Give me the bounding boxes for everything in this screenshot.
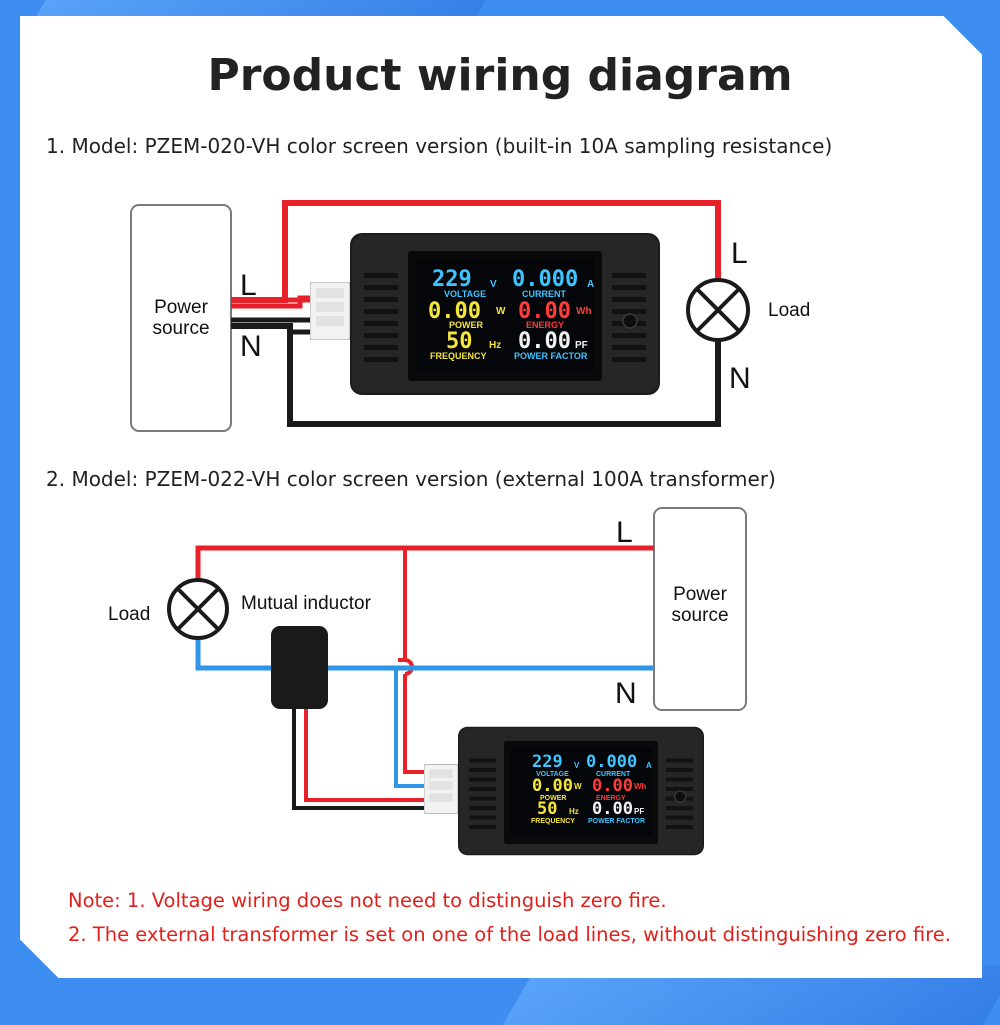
live-wire: [231, 200, 721, 303]
energy-unit: Wh: [634, 782, 647, 791]
power-value: 0.00: [428, 299, 481, 324]
pf-label: POWER FACTOR: [514, 351, 588, 361]
energy-value: 0.00: [518, 299, 571, 324]
current-label: CURRENT: [596, 771, 631, 778]
note-line-2: 2. The external transformer is set on on…: [68, 923, 952, 946]
label-N-load: N: [729, 362, 751, 395]
frequency-value: 50: [446, 329, 473, 354]
meter-lcd: 229 V VOLTAGE 0.000 A CURRENT 0.00 W POW…: [428, 267, 594, 361]
energy-value: 0.00: [592, 776, 633, 796]
power-label: POWER: [449, 320, 484, 330]
mutual-inductor-icon: [271, 626, 328, 709]
meter-lcd: 229 V VOLTAGE 0.000 A CURRENT 0.00 W POW…: [531, 752, 652, 825]
label-L-load: L: [731, 237, 748, 270]
power-unit: W: [574, 782, 582, 791]
note-line-1: Note: 1. Voltage wiring does not need to…: [68, 889, 667, 912]
neutral-wire: [231, 323, 721, 427]
load-label: Load: [768, 300, 810, 321]
model1-diagram: Power source L N 229 V VOLTAGE 0.000 A C…: [130, 200, 810, 432]
pf-value: 0.00: [518, 329, 571, 354]
voltage-value: 229: [432, 267, 472, 292]
current-unit: A: [646, 761, 652, 770]
label-L-source: L: [240, 269, 257, 302]
current-value: 0.000: [586, 752, 637, 772]
live-wire-to-meter: [398, 548, 407, 662]
frequency-label: FREQUENCY: [531, 818, 575, 825]
label-L: L: [616, 516, 633, 549]
frequency-unit: Hz: [489, 340, 501, 351]
pf-label: POWER FACTOR: [588, 818, 645, 825]
neutral-wire-to-meter: [394, 668, 430, 788]
model2-diagram: Power source Mutual inductor Load L N 22…: [108, 507, 747, 856]
transformer-lead-black: [292, 700, 430, 810]
pf-unit: PF: [575, 340, 588, 351]
energy-label: ENERGY: [526, 320, 564, 330]
frequency-unit: Hz: [569, 807, 579, 816]
wiring-diagram: Power source L N 229 V VOLTAGE 0.000 A C…: [108, 200, 810, 856]
pf-value: 0.00: [592, 799, 633, 819]
model2-heading: 2. Model: PZEM-022-VH color screen versi…: [46, 467, 776, 491]
power-value: 0.00: [532, 776, 573, 796]
transformer-lead-red: [304, 700, 430, 802]
current-value: 0.000: [512, 267, 578, 292]
voltage-unit: V: [574, 761, 580, 770]
energy-label: ENERGY: [596, 795, 626, 802]
live-wire: [195, 545, 654, 580]
power-source-label-line1: Power: [673, 584, 728, 605]
label-N-source: N: [240, 330, 262, 363]
power-label: POWER: [540, 795, 566, 802]
load-lamp-icon: [686, 278, 750, 342]
live-wire-to-meter: [403, 674, 430, 774]
voltage-label: VOLTAGE: [536, 771, 569, 778]
power-source-label-line2: source: [152, 318, 209, 339]
neutral-wire: [195, 638, 654, 671]
load-label: Load: [108, 604, 150, 625]
power-source-box: [653, 507, 747, 711]
frequency-label: FREQUENCY: [430, 351, 487, 361]
load-lamp-icon: [167, 578, 229, 640]
voltage-unit: V: [490, 279, 497, 290]
frequency-value: 50: [537, 799, 557, 819]
model1-heading: 1. Model: PZEM-020-VH color screen versi…: [46, 134, 833, 158]
pf-unit: PF: [634, 807, 644, 816]
voltage-label: VOLTAGE: [444, 289, 486, 299]
connector: [310, 282, 350, 340]
label-N: N: [615, 677, 637, 710]
current-label: CURRENT: [522, 289, 567, 299]
meter-device: [458, 726, 704, 856]
page-title: Product wiring diagram: [207, 50, 793, 101]
mutual-inductor-label: Mutual inductor: [241, 593, 372, 614]
voltage-value: 229: [532, 752, 563, 772]
power-unit: W: [496, 306, 506, 317]
connector: [424, 764, 458, 814]
power-source-label-line2: source: [671, 605, 728, 626]
current-unit: A: [587, 279, 594, 290]
energy-unit: Wh: [576, 306, 592, 317]
power-source-label-line1: Power: [154, 297, 209, 318]
